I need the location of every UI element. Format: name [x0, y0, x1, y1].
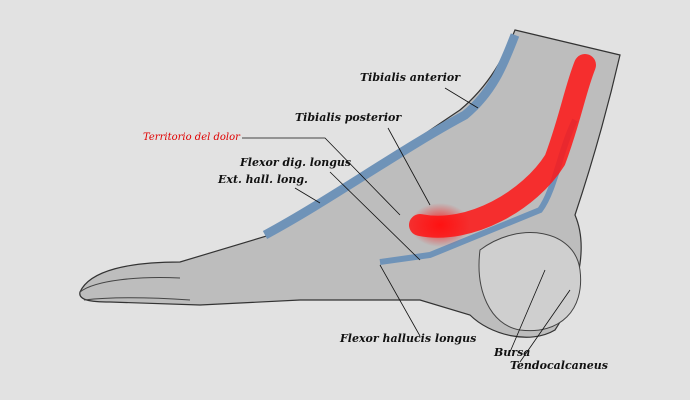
label-tendocalcaneus: Tendocalcaneus — [510, 359, 608, 372]
heel-shape — [478, 232, 582, 332]
toe-outline — [79, 277, 191, 301]
label-ext-hall-long: Ext. hall. long. — [218, 173, 308, 186]
label-pain-area: Territorio del dolor — [143, 132, 240, 143]
cruciate-ligament-sheath — [262, 33, 520, 239]
leader-lines — [242, 87, 571, 363]
label-flexor-hallucis-longus: Flexor hallucis longus — [340, 332, 477, 345]
label-flexor-dig-longus: Flexor dig. longus — [240, 156, 352, 169]
label-tibialis-posterior: Tibialis posterior — [295, 111, 402, 124]
label-bursa: Bursa — [494, 346, 531, 359]
label-tibialis-anterior: Tibialis anterior — [360, 71, 461, 84]
